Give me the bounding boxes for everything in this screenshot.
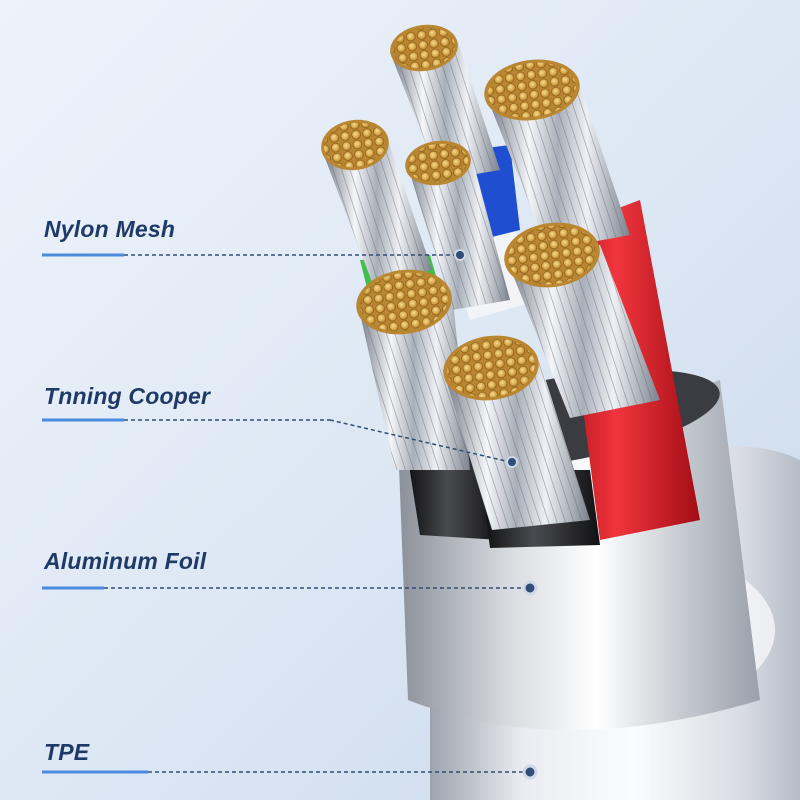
leader-line-nylon-mesh [42, 249, 466, 261]
label-tinning-copper: Tnning Cooper [44, 383, 211, 409]
leader-dot-icon [522, 580, 538, 596]
label-tpe: TPE [44, 739, 90, 765]
leader-line-tinning-copper [42, 418, 518, 468]
leader-dot-icon [522, 764, 538, 780]
leader-line-aluminum-foil [42, 580, 538, 596]
leader-line-tpe [42, 764, 538, 780]
leader-dot-icon [454, 249, 466, 261]
label-aluminum-foil: Aluminum Foil [44, 548, 207, 574]
leader-dot-icon [506, 456, 518, 468]
label-nylon-mesh: Nylon Mesh [44, 216, 176, 242]
